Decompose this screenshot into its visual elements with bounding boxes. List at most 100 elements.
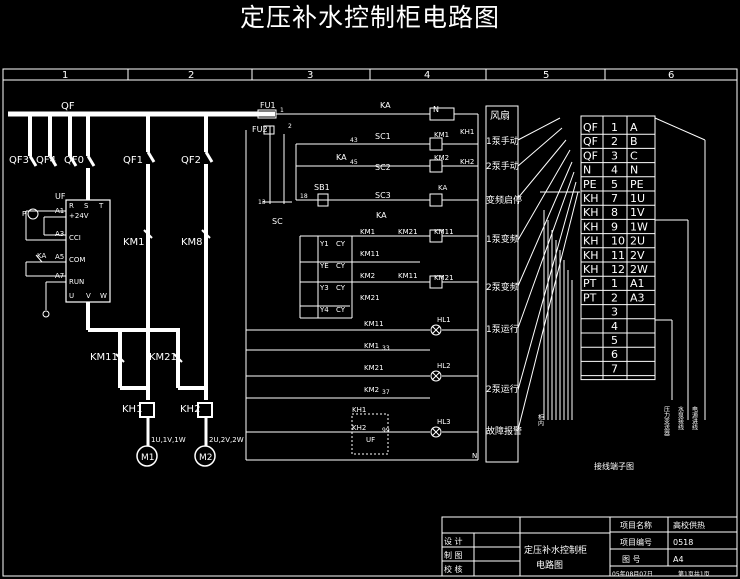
terminal-cell: 2U <box>630 235 645 248</box>
terminal-cell: A3 <box>630 291 645 304</box>
ye-label: YE <box>319 262 329 270</box>
terminal-cell: KH <box>583 192 599 205</box>
function-label: 故障报警 <box>486 425 522 437</box>
tb-fig-no: A4 <box>673 555 684 564</box>
terminal-cell: 4 <box>611 164 618 177</box>
terminal-cell: 1 <box>611 121 618 134</box>
sc2-label: SC2 <box>375 163 391 172</box>
functions-header: 风扇 <box>490 109 510 122</box>
terminal-cell: 9 <box>611 220 618 233</box>
terminal-cell: 7 <box>611 192 618 205</box>
ka-contact2-label: KA <box>376 211 387 220</box>
ka-coil-label: KA <box>380 101 391 110</box>
inverter-t: T <box>98 202 104 210</box>
qf0-label: QF0 <box>64 155 84 166</box>
inverter-a7: A7 <box>55 272 64 280</box>
terminal-cell: 4 <box>611 320 618 333</box>
wire-13: 13 <box>258 199 266 206</box>
tb-check: 校 核 <box>444 564 463 574</box>
sc3-label: SC3 <box>375 191 391 200</box>
terminal-cell: KH <box>583 220 599 233</box>
km21-nc-label: KM21 <box>398 228 418 236</box>
terminal-cell: 1V <box>630 206 645 219</box>
hl2-label: HL2 <box>437 362 451 370</box>
tb-date: 05年08月07日 <box>612 570 653 578</box>
terminal-cell: KH <box>583 235 599 248</box>
column-label: 3 <box>307 70 313 81</box>
tb-sheet: 第1页共1页 <box>678 570 710 578</box>
function-label: 1泵手动 <box>486 135 519 147</box>
qf4-label: QF4 <box>36 155 56 166</box>
terminal-cell: 5 <box>611 334 618 347</box>
inverter-uf <box>25 199 111 318</box>
cabinet-inside-label: 柜内 <box>537 413 544 427</box>
kh1-contact-label: KH1 <box>460 128 474 136</box>
power-bus <box>8 111 275 467</box>
control-wiring <box>245 107 479 461</box>
terminal-cell: QF <box>583 135 598 148</box>
hl3-label: HL3 <box>437 418 451 426</box>
terminal-leads <box>654 117 706 420</box>
terminal-cell: 2 <box>611 135 618 148</box>
km1-label: KM1 <box>123 237 145 248</box>
title-block <box>441 516 738 577</box>
tb-drawing-title-1: 定压补水控制柜 <box>524 544 587 556</box>
terminal-cell: PT <box>583 277 597 290</box>
wire-18: 18 <box>300 193 308 200</box>
column-label: 6 <box>668 70 674 81</box>
inverter-u: U <box>69 292 74 300</box>
terminal-cell: 1U <box>630 192 645 205</box>
terminal-cell: PE <box>630 178 644 191</box>
km21-run-label: KM21 <box>364 364 384 372</box>
terminal-cell: KH <box>583 249 599 262</box>
tb-project-no-label: 项目编号 <box>620 537 652 547</box>
cy4-label: CY <box>336 306 346 314</box>
cy3-label: CY <box>336 284 346 292</box>
terminal-cell: 2 <box>611 291 618 304</box>
terminal-strip <box>580 115 656 381</box>
function-label: 变频启停 <box>486 194 522 206</box>
terminal-cell: 2W <box>630 263 648 276</box>
inverter-v: V <box>86 292 91 300</box>
kh2-label: KH2 <box>180 404 200 415</box>
n-coil-label: N <box>433 105 439 114</box>
wire-37: 37 <box>382 389 390 396</box>
labels: QF QF3 QF4 QF0 QF1 QF2 UF R S T +24V A1 … <box>9 101 710 578</box>
terminal-cell: PT <box>583 291 597 304</box>
column-label: 1 <box>62 70 68 81</box>
column-label: 5 <box>543 70 549 81</box>
km2-coil-label: KM2 <box>434 154 449 162</box>
terminal-cell: 1W <box>630 220 648 233</box>
function-label: 2泵变频 <box>486 281 519 293</box>
terminal-cell: QF <box>583 121 598 134</box>
terminal-cell: 2V <box>630 249 645 262</box>
column-label: 2 <box>188 70 194 81</box>
wire-2: 2 <box>288 123 292 130</box>
terminal-cell: A <box>630 121 638 134</box>
terminal-cell: 3 <box>611 149 618 162</box>
column-label: 4 <box>424 70 430 81</box>
sc1-label: SC1 <box>375 132 391 141</box>
inverter-a1: A1 <box>55 207 64 215</box>
tb-design: 设 计 <box>444 536 463 546</box>
inverter-a3: A3 <box>55 230 64 238</box>
sb1-label: SB1 <box>314 183 330 192</box>
function-label: 1泵变频 <box>486 233 519 245</box>
inverter-ka: KA <box>37 252 46 260</box>
motor-m1: M1 <box>141 453 155 463</box>
inverter-com: COM <box>69 256 85 264</box>
inverter-run: RUN <box>69 278 84 286</box>
m1-terminals: 1U,1V,1W <box>151 436 186 444</box>
page-title: 定压补水控制柜电路图 <box>239 3 500 32</box>
terminal-cell: C <box>630 149 638 162</box>
drawing-frame <box>2 68 738 577</box>
tb-drawing-title-2: 电路图 <box>536 559 563 571</box>
inverter-w: W <box>100 292 107 300</box>
wire-45: 45 <box>350 159 358 166</box>
hl1-label: HL1 <box>437 316 451 324</box>
km1-run-label: KM1 <box>364 342 379 350</box>
km21-aux-label: KM21 <box>360 294 380 302</box>
qf2-label: QF2 <box>181 155 201 166</box>
cy1-label: CY <box>336 240 346 248</box>
